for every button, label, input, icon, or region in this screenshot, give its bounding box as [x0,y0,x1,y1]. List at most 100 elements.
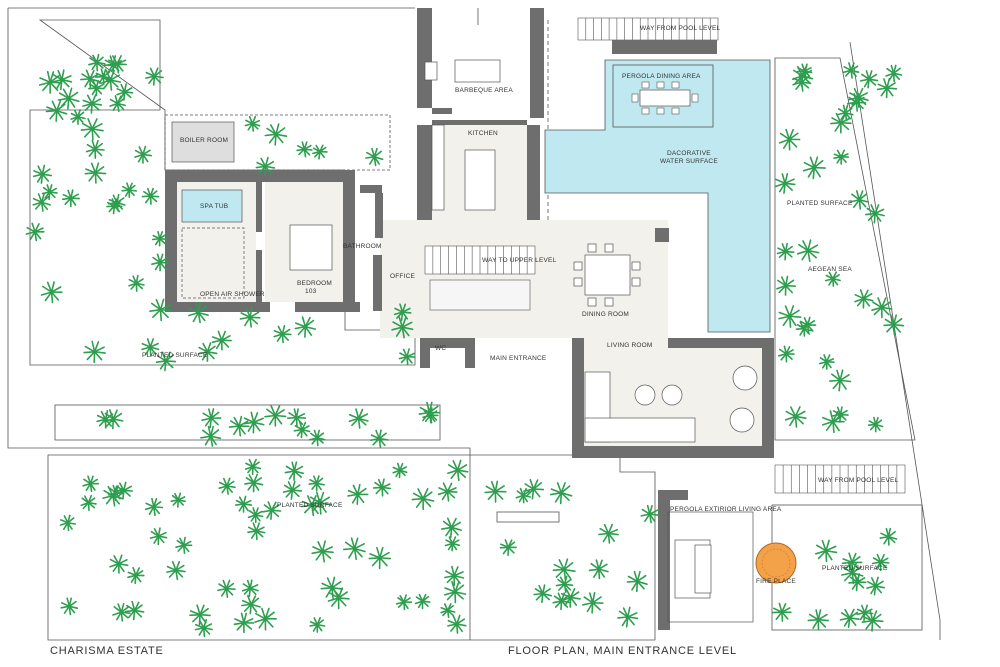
plant-icon [484,480,507,503]
bed [289,224,333,271]
plant-icon [273,324,292,344]
plant-icon [109,95,126,113]
plant-icon [796,239,820,263]
plant-icon [392,462,408,479]
plant-icon [828,369,852,392]
plant-icon [308,475,325,492]
label-fireplace: FIRE PLACE [756,578,796,585]
fireplace [755,542,797,584]
plant-icon [45,100,68,122]
label-way-from-pool-right: WAY FROM POOL LEVEL [818,477,899,484]
plant-icon [286,408,307,428]
plant-icon [228,415,250,437]
plant-icon [311,540,334,563]
plant-icon [103,409,124,430]
plant-icon [188,301,209,324]
plant-icon [581,591,604,614]
plant-icon [109,554,129,574]
plant-icon [201,408,222,429]
pergola-exterior-frame [667,511,754,623]
label-planted-right: PLANTED SURFACE [787,200,853,207]
coffee-table-1 [634,384,656,406]
plant-icon [194,618,213,638]
plant-icon [59,514,77,532]
estate-name: CHARISMA ESTATE [50,645,164,657]
label-water-1: DACORATIVE [667,150,711,157]
dining-table [584,254,631,296]
plant-icon [103,55,123,74]
plant-icon [218,477,236,495]
label-shower: OPEN AIR SHOWER [200,291,265,298]
plant-icon [777,345,795,363]
plant-icon [871,297,893,319]
plant-icon [155,351,177,372]
plant-icon [197,342,218,362]
plant-icon [128,274,145,292]
plant-icon [262,501,282,521]
plant-icon [60,597,79,616]
plant-icon [437,482,458,502]
outdoor-table [694,544,712,594]
plant-icon [296,141,313,158]
plant-icon [885,64,903,83]
plant-icon [134,145,152,164]
water-surface [544,59,771,333]
label-barbeque: BARBEQUE AREA [455,87,513,94]
plant-icon [84,162,107,184]
labels: WAY FROM POOL LEVEL PERGOLA DINING AREA … [142,25,899,585]
plant-icon [776,242,795,261]
outdoor-chairs [631,81,699,115]
label-living: LIVING ROOM [607,342,653,349]
label-water-2: WATER SURFACE [660,158,718,165]
pool-stair-right-treads [782,465,898,493]
plant-icon [824,271,841,287]
plant-icon [141,338,160,357]
plant-icon [842,62,860,79]
label-aegean: AEGEAN SEA [808,266,852,273]
plant-icon [818,354,835,370]
dining-chairs [573,243,641,307]
plant-icon [145,67,164,86]
stair-treads [432,246,528,274]
plant-icon [372,478,392,497]
plant-icon [51,69,73,91]
plant-icon [552,558,576,582]
furniture [171,59,758,623]
stair-void [429,279,531,311]
planted-strip [54,404,441,441]
decorative-water [544,59,771,333]
plant-icon [242,411,265,434]
plant-icon [848,87,869,108]
plant-icon [175,536,193,555]
plant-icon [82,475,99,493]
label-bathroom: BATHROOM [343,243,382,250]
plant-icon [588,559,609,580]
pool-stair-top-treads [585,18,711,40]
plant-icon [82,94,103,114]
plant-icon [88,53,106,72]
plant-icon [865,204,885,224]
plant-icon [422,407,439,424]
plant-icon [368,546,392,570]
plant-icon [533,584,553,604]
plant-icon [241,579,259,598]
plant-icon [244,116,261,132]
plant-icon [108,193,126,212]
plant-icon [523,478,545,500]
label-boiler: BOILER ROOM [180,137,228,144]
spa-tub [181,189,243,223]
plant-icon [861,609,884,632]
plant-icon [833,149,850,165]
plant-icon [308,429,326,447]
plant-icon [254,607,278,631]
plant-icon [866,576,886,596]
label-pergola-dining: PERGOLA DINING AREA [622,73,701,80]
plant-icon [121,182,138,198]
plant-icon [239,306,261,328]
bbq-counter [454,59,501,83]
plant-icon [555,575,574,594]
plant-icon [32,192,52,212]
plant-icon [127,566,145,585]
plant-icon [440,517,462,539]
plant-icon [814,539,838,563]
